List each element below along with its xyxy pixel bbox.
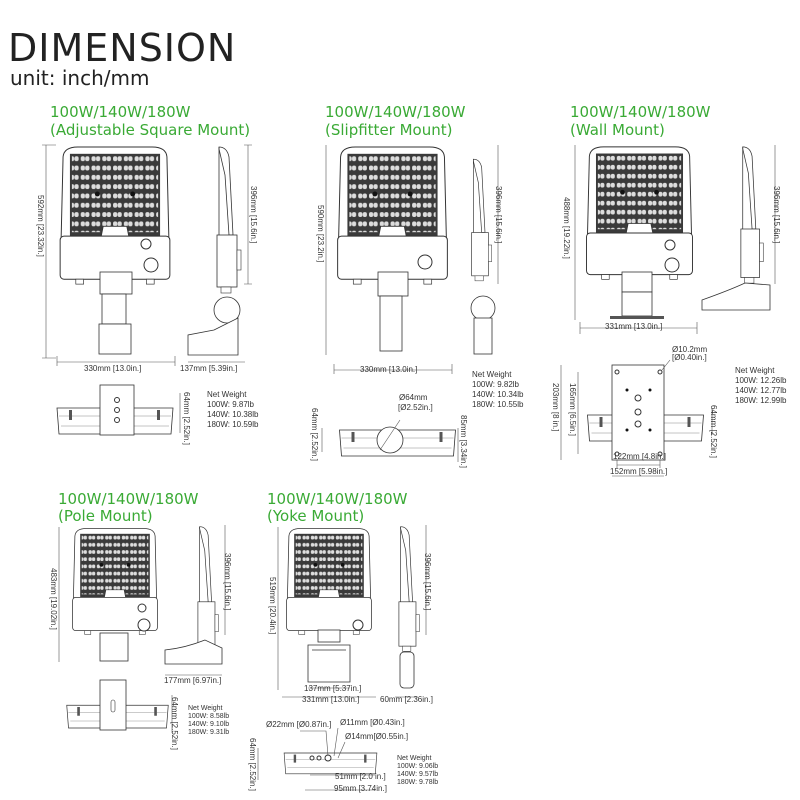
weight-180w: 180W: 10.55lb [472,400,524,409]
panel-subtitle: (Pole Mount) [58,507,153,525]
weight-180w: 180W: 10.59lb [207,420,259,429]
width-dimension: 331mm [13.0in.] [302,695,360,704]
panel-title: 100W/140W/180W [50,103,191,121]
panel-title: 100W/140W/180W [570,103,711,121]
panel-title: 100W/140W/180W [267,490,408,508]
plate-height-dimension: 203mm [8 in.] [551,383,560,432]
unit-label: unit: inch/mm [10,66,150,90]
net-weight: Net Weight 100W: 9.87lb 140W: 10.38lb 18… [207,390,258,430]
weight-100w: 100W: 9.82lb [472,380,519,389]
page-title: DIMENSION [8,26,237,70]
weight-100w: 100W: 8.58lb [188,713,230,720]
depth-dimension: 137mm [5.39in.] [180,364,238,373]
panel-subtitle: (Adjustable Square Mount) [50,121,251,139]
width-dimension: 330mm [13.0in.] [360,365,418,374]
panel-title: 100W/140W/180W [325,103,466,121]
hole-3-diameter: Ø14mm[Ø0.55in.] [345,732,409,741]
net-weight-label: Net Weight [207,390,247,399]
weight-140w: 140W: 10.34lb [472,390,524,399]
height-dimension: 488mm [19.22in.] [562,197,571,259]
weight-140w: 140W: 9.10lb [188,721,230,728]
height-dimension: 590mm [23.2in.] [316,205,325,263]
bottom-height-dimension: 64mm [2.52in.] [709,405,718,458]
weight-100w: 100W: 12.26lb [735,376,787,385]
yoke-width-dimension: 137mm [5.37in.] [304,684,362,693]
hole-1-diameter: Ø22mm [Ø0.87in.] [266,720,332,729]
panel-subtitle: (Yoke Mount) [267,507,365,525]
hole-diameter: Ø10.2mm [672,345,708,354]
hole-spacing-vertical: 165mm [6.5in.] [568,383,577,436]
net-weight: Net Weight 100W: 9.82lb 140W: 10.34lb 18… [472,370,523,410]
net-weight-label: Net Weight [188,705,223,712]
weight-180w: 180W: 12.99lb [735,396,787,405]
width-dimension: 330mm [13.0in.] [84,364,142,373]
spacing-95mm: 95mm [3.74in.] [334,784,387,793]
depth-dimension: 60mm [2.36in.] [380,695,433,704]
hole-spacing-horizontal: 122mm [4.8in.] [613,452,666,461]
width-dimension: 331mm [13.0in.] [605,322,663,331]
height-dimension: 483mm [19.02in.] [49,568,58,630]
hole-diameter-inch: [Ø0.40in.] [672,353,707,362]
side-height-dimension: 396mm [15.6in.] [249,186,258,244]
weight-180w: 180W: 9.31lb [188,729,230,736]
net-weight: Net Weight 100W: 12.26lb 140W: 12.77lb 1… [735,366,786,406]
side-height-dimension: 396mm [15.6in.] [494,186,503,244]
weight-140w: 140W: 10.38lb [207,410,259,419]
height-dimension: 592mm [23.32in.] [36,195,45,257]
net-weight: Net Weight 100W: 9.06lb 140W: 9.57lb 180… [397,755,438,787]
depth-dimension: 177mm [6.97in.] [164,676,222,685]
weight-100w: 100W: 9.06lb [397,763,439,770]
net-weight: Net Weight 100W: 8.58lb 140W: 9.10lb 180… [188,705,229,737]
bottom-height-dimension: 64mm [2.52in.] [182,392,191,445]
bottom-height-dimension-2: 85mm [3.34in.] [459,415,468,468]
weight-140w: 140W: 9.57lb [397,771,439,778]
pipe-diameter: Ø64mm [399,393,428,402]
plate-width-dimension: 152mm [5.98in.] [610,467,668,476]
bottom-height-dimension: 64mm [2.52in.] [248,738,257,791]
spacing-51mm: 51mm [2.0 in.] [335,772,386,781]
net-weight-label: Net Weight [735,366,775,375]
net-weight-label: Net Weight [397,755,432,762]
side-height-dimension: 396mm [15.6in.] [772,186,781,244]
weight-180w: 180W: 9.78lb [397,779,439,786]
weight-140w: 140W: 12.77lb [735,386,787,395]
pipe-diameter-inch: [Ø2.52in.] [398,403,433,412]
net-weight-label: Net Weight [472,370,512,379]
weight-100w: 100W: 9.87lb [207,400,254,409]
panel-subtitle: (Wall Mount) [570,121,665,139]
hole-2-diameter: Ø11mm [Ø0.43in.] [340,718,405,727]
panel-subtitle: (Slipfitter Mount) [325,121,453,139]
side-height-dimension: 396mm [15.6in.] [423,553,432,611]
side-height-dimension: 396mm [15.6in.] [223,553,232,611]
bottom-height-dimension: 64mm [2.52in.] [170,697,179,750]
panel-title: 100W/140W/180W [58,490,199,508]
height-dimension: 519mm [20.4in.] [268,577,277,635]
bottom-height-dimension: 64mm [2.52in.] [310,408,319,461]
